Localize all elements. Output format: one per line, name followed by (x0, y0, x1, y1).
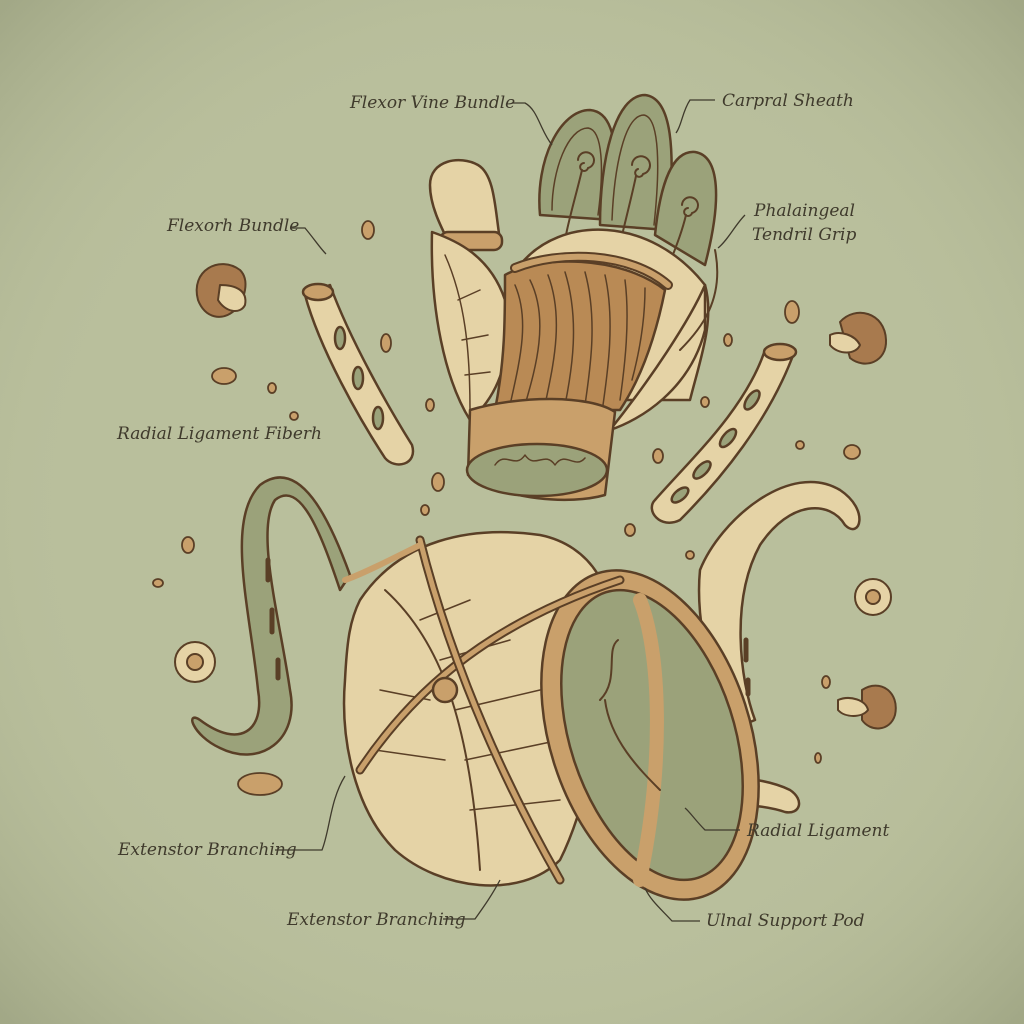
thumb-bone (428, 158, 502, 247)
label-extenstor-branching-left: Extenstor Branching (117, 840, 297, 860)
mushroom-left (195, 263, 247, 318)
debris (152, 220, 861, 796)
mushroom-right-bottom (837, 684, 897, 730)
vine-to-strap (342, 542, 423, 583)
left-leaf-sheath (430, 230, 510, 422)
palm-ring-inner (512, 253, 671, 288)
label-extenstor-branching-bottom: Extenstor Branching (286, 910, 466, 930)
finger-pod-inner-1 (551, 127, 603, 216)
leader-extenstor-left (275, 775, 346, 851)
wrist-cuff-opening (465, 442, 609, 498)
leader-lines (275, 99, 746, 922)
left-leaf-vein (444, 254, 491, 411)
finger-pod-inner-2 (611, 114, 659, 226)
label-ulnal-support-pod: Ulnal Support Pod (706, 911, 865, 931)
leader-carpral (675, 99, 715, 134)
leader-phalangeal (717, 214, 746, 249)
ulnal-pod-tendril (599, 639, 661, 791)
right-bone-strut (650, 342, 798, 524)
label-radial-ligament-fiberh: Radial Ligament Fiberh (116, 424, 322, 444)
right-strap-holes (743, 637, 751, 697)
label-carpral-sheath: Carpral Sheath (722, 91, 854, 111)
label-radial-ligament: Radial Ligament (746, 821, 889, 841)
mushroom-right-top (829, 311, 888, 365)
lower-forearm-assembly (191, 476, 861, 901)
ulnal-pod-rib (633, 593, 664, 887)
wrist-cuff-fibers (494, 454, 586, 466)
label-flexorh-bundle: Flexorh Bundle (166, 216, 299, 236)
vine-fibers (509, 271, 646, 406)
label-phalangeal-line1: Phalaingeal (753, 201, 855, 221)
ring-discs (174, 578, 892, 683)
label-flexor-vine-bundle: Flexor Vine Bundle (349, 93, 515, 113)
leader-flexorh (290, 227, 327, 255)
leader-radial (684, 807, 740, 831)
binding-vine-1-fill (357, 577, 623, 773)
left-bark-strap-holes (265, 557, 281, 681)
binding-vine-2-fill (417, 537, 563, 883)
upper-hand-assembly (428, 93, 719, 502)
leader-extenstor-bottom (443, 879, 501, 920)
label-phalangeal-line2: Tendril Grip (752, 225, 856, 245)
right-leaf-sheath-2 (679, 249, 719, 351)
left-bone-strut (301, 282, 415, 466)
leader-flexor-vine (512, 102, 553, 146)
leader-ulnal (644, 887, 700, 922)
vine-knot (431, 676, 459, 704)
